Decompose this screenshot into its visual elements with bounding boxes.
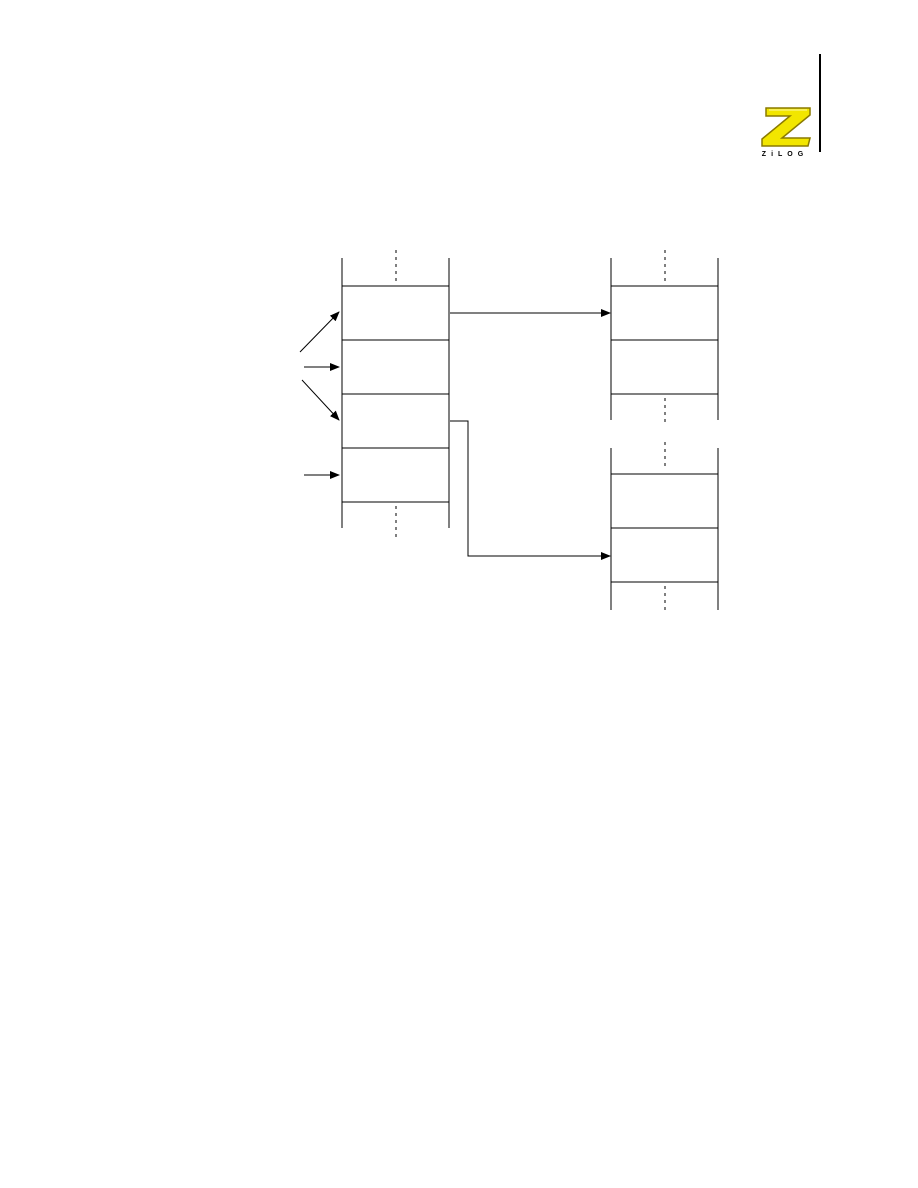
pointer-arrow-lower bbox=[450, 420, 611, 560]
pointer-arrows bbox=[450, 309, 611, 560]
incoming-arrow-diagonal-down bbox=[301, 379, 340, 421]
incoming-arrows bbox=[299, 311, 340, 479]
zilog-logo: ZiLOG bbox=[752, 104, 818, 162]
right-upper-memory-column bbox=[610, 250, 719, 426]
right-lower-memory-column bbox=[610, 442, 719, 612]
logo-wordmark: ZiLOG bbox=[761, 151, 809, 158]
zilog-z-logo-icon bbox=[761, 107, 811, 147]
left-memory-column bbox=[341, 250, 450, 538]
logo-z-shape bbox=[761, 107, 811, 147]
incoming-arrow-diagonal-up bbox=[299, 311, 340, 353]
header-rule bbox=[819, 54, 821, 152]
